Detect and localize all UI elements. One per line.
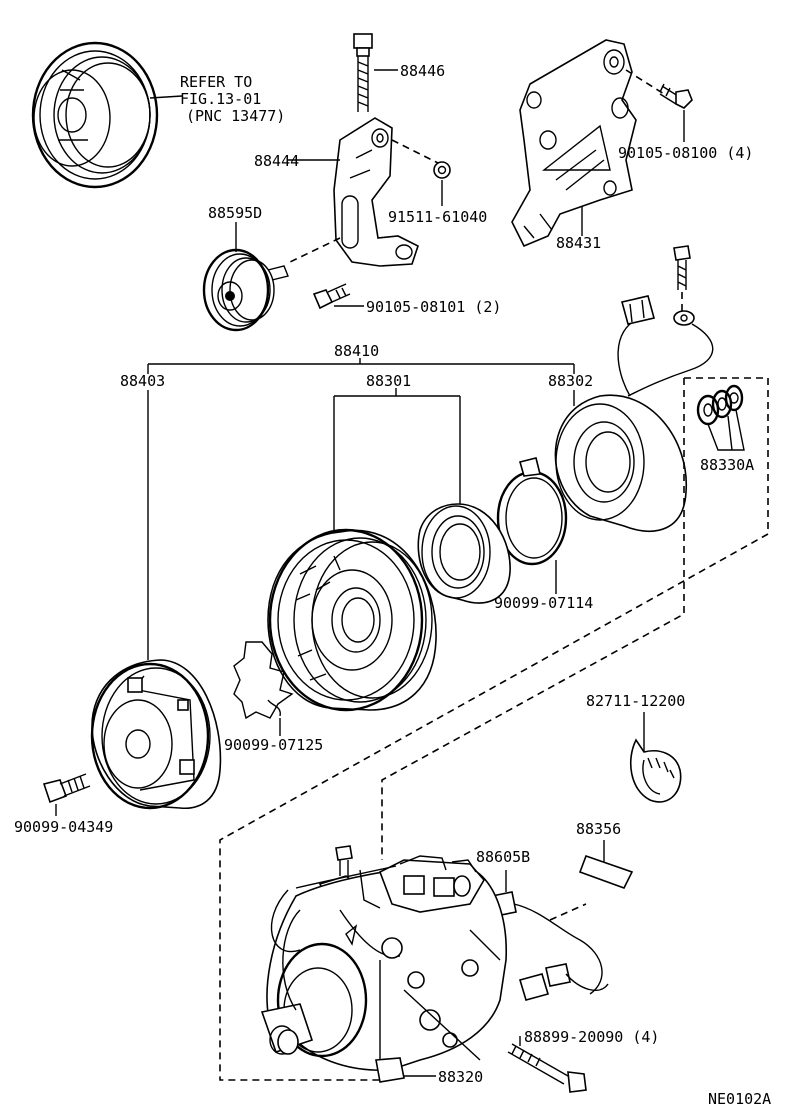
label-88330a: 88330A — [700, 456, 754, 474]
bracket-88444 — [288, 117, 441, 267]
label-88605b: 88605B — [476, 848, 530, 866]
snap-ring-90099-07125 — [233, 641, 294, 736]
label-88320: 88320 — [438, 1068, 483, 1086]
pressure-plate-88403 — [90, 659, 222, 810]
connector-88605b — [491, 870, 609, 1001]
figure-code: NE0102A — [708, 1090, 771, 1108]
label-88301: 88301 — [366, 372, 411, 390]
label-90099-07125: 90099-07125 — [224, 736, 323, 754]
label-90099-07114: 90099-07114 — [494, 594, 593, 612]
snap-ring-90099-07114 — [496, 457, 568, 594]
bolt-90105-08100 — [659, 83, 693, 142]
assembly-boundary — [219, 377, 769, 1081]
bolt-90099-04349 — [42, 773, 91, 816]
field-coil-88302 — [554, 394, 687, 532]
compressor-88320 — [260, 855, 507, 1083]
wire-harness-top — [617, 245, 714, 397]
bolt-88899-20090 — [507, 1036, 587, 1093]
nut-91511 — [433, 161, 451, 206]
label-88410: 88410 — [334, 342, 379, 360]
band-82711-12200 — [629, 712, 682, 803]
label-91511-61040: 91511-61040 — [388, 208, 487, 226]
crank-pulley — [31, 41, 183, 189]
bracket-88431 — [511, 39, 665, 248]
refer-to-line3: (PNC 13477) — [186, 107, 285, 125]
refer-to-line2: FIG.13-01 — [180, 90, 261, 108]
bolt-88446 — [353, 33, 398, 112]
label-88444: 88444 — [254, 152, 299, 170]
label-88431: 88431 — [556, 234, 601, 252]
leader-88410 — [147, 358, 575, 660]
label-88595d: 88595D — [208, 204, 262, 222]
label-88302: 88302 — [548, 372, 593, 390]
label-88446: 88446 — [400, 62, 445, 80]
label-90105-08101: 90105-08101 (2) — [366, 298, 501, 316]
idler-pulley-88595d — [202, 222, 289, 332]
label-plate-88356 — [578, 840, 634, 889]
label-90105-08100: 90105-08100 (4) — [618, 144, 753, 162]
refer-to-line1: REFER TO — [180, 73, 252, 91]
label-82711-12200: 82711-12200 — [586, 692, 685, 710]
label-88403: 88403 — [120, 372, 165, 390]
bearing — [417, 503, 511, 604]
pulley-88301 — [267, 528, 437, 712]
bolt-90105-08101 — [312, 283, 364, 310]
label-90099-04349: 90099-04349 — [14, 818, 113, 836]
shims-88330a — [696, 384, 745, 451]
label-88899-20090: 88899-20090 (4) — [524, 1028, 659, 1046]
label-88356: 88356 — [576, 820, 621, 838]
